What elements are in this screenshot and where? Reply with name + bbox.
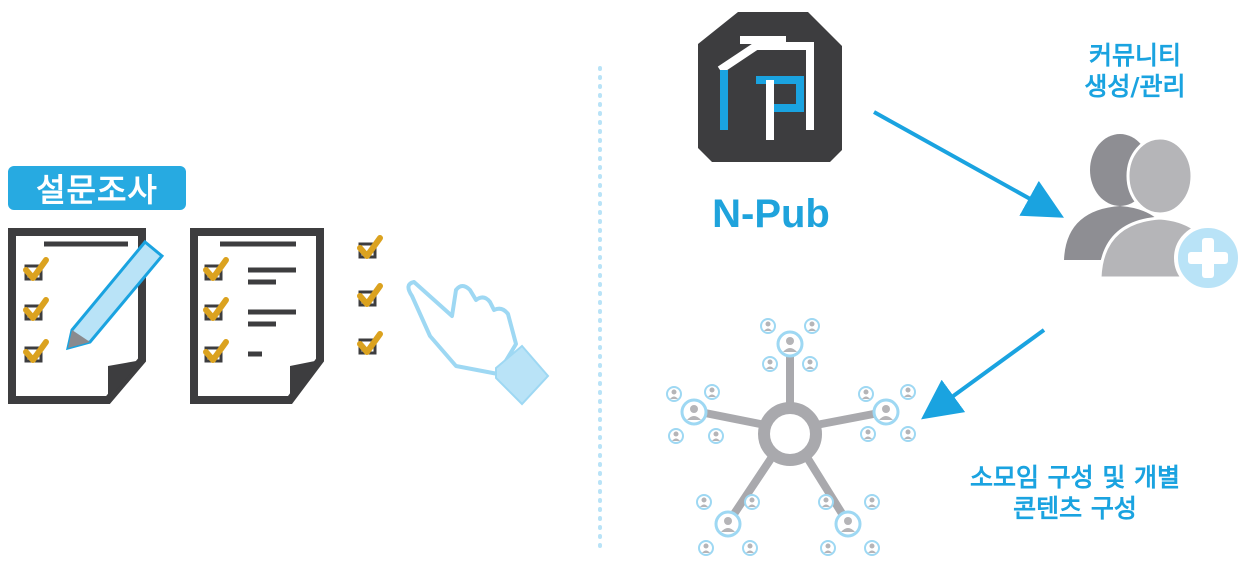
brand-name: N-Pub [712,192,830,236]
community-label-line1: 커뮤니티 [1088,41,1181,70]
network-hub-icon [666,318,916,556]
group-label: 소모임 구성 및 개별 콘텐츠 구성 [920,462,1230,524]
survey-pencil-icon [8,228,165,404]
survey-badge: 설문조사 [8,166,186,210]
npub-logo-icon [698,12,842,162]
group-label-line1: 소모임 구성 및 개별 [969,463,1181,492]
arrow-to-group [921,328,1046,420]
community-label: 커뮤니티 생성/관리 [1040,40,1230,102]
group-label-line2: 콘텐츠 구성 [1013,494,1137,523]
checklist-icon [190,228,324,404]
community-label-line2: 생성/관리 [1084,72,1186,101]
hand-tap-icon [360,238,550,406]
community-add-icon [1064,134,1242,292]
arrow-to-community [873,110,1064,218]
